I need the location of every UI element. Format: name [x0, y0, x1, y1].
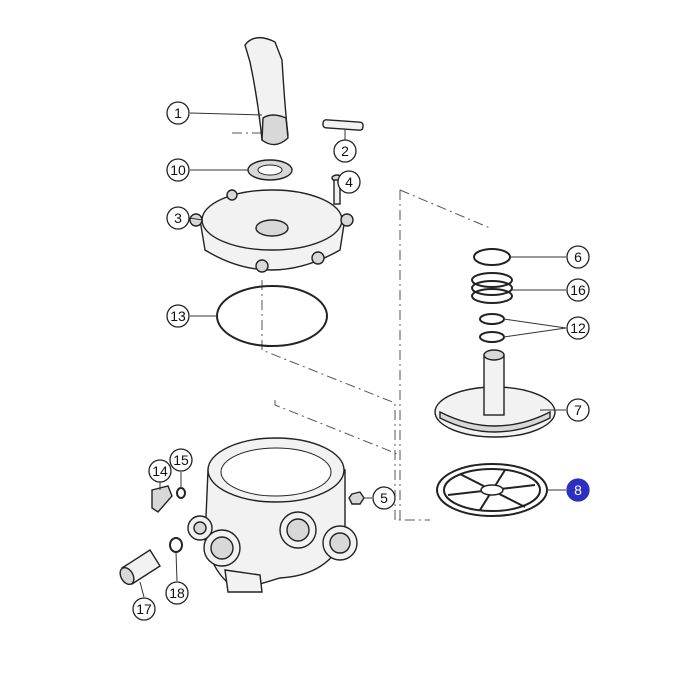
svg-text:10: 10	[170, 162, 186, 178]
callout-1: 1	[166, 101, 190, 125]
callout-17: 17	[132, 597, 156, 621]
svg-text:8: 8	[574, 482, 582, 498]
part-valve-cover[interactable]	[189, 189, 354, 273]
part-spring[interactable]	[471, 272, 513, 304]
svg-text:16: 16	[570, 282, 586, 298]
svg-text:18: 18	[169, 585, 185, 601]
callout-4: 4	[337, 170, 361, 194]
part-washer[interactable]	[247, 159, 293, 181]
svg-text:12: 12	[570, 320, 586, 336]
svg-text:6: 6	[574, 249, 582, 265]
svg-text:7: 7	[574, 402, 582, 418]
callout-8-highlighted[interactable]: 8	[566, 478, 590, 502]
svg-text:3: 3	[174, 210, 182, 226]
callout-15: 15	[169, 448, 193, 472]
part-rotor[interactable]	[434, 349, 556, 438]
part-cover-o-ring[interactable]	[216, 285, 328, 347]
part-hose-nipple[interactable]	[117, 549, 161, 587]
callout-10: 10	[166, 158, 190, 182]
assembly-guide-lines	[232, 132, 491, 521]
callout-16: 16	[566, 278, 590, 302]
callout-5: 5	[372, 486, 396, 510]
part-nipple-o-ring[interactable]	[169, 537, 183, 553]
svg-text:4: 4	[345, 174, 353, 190]
part-spider-gasket[interactable]	[436, 463, 548, 517]
svg-text:13: 13	[170, 308, 186, 324]
part-valve-body[interactable]	[187, 437, 358, 593]
part-handle[interactable]	[244, 37, 289, 146]
leader-lines	[139, 112, 567, 598]
svg-text:15: 15	[173, 452, 189, 468]
callout-6: 6	[566, 245, 590, 269]
part-pin[interactable]	[322, 119, 364, 131]
callout-18: 18	[165, 581, 189, 605]
part-drain-o-ring[interactable]	[176, 487, 186, 499]
svg-text:1: 1	[174, 105, 182, 121]
svg-text:2: 2	[341, 143, 349, 159]
callout-13: 13	[166, 304, 190, 328]
callout-12: 12	[566, 316, 590, 340]
callout-14: 14	[148, 459, 172, 483]
svg-text:17: 17	[136, 601, 152, 617]
part-nut[interactable]	[348, 491, 365, 505]
part-drain-plug[interactable]	[151, 485, 173, 513]
part-o-rings-pair[interactable]	[479, 313, 505, 343]
svg-text:5: 5	[380, 490, 388, 506]
part-o-ring-small[interactable]	[473, 248, 511, 266]
callout-3: 3	[166, 206, 190, 230]
svg-text:14: 14	[152, 463, 168, 479]
callout-7: 7	[566, 398, 590, 422]
callout-2: 2	[333, 139, 357, 163]
